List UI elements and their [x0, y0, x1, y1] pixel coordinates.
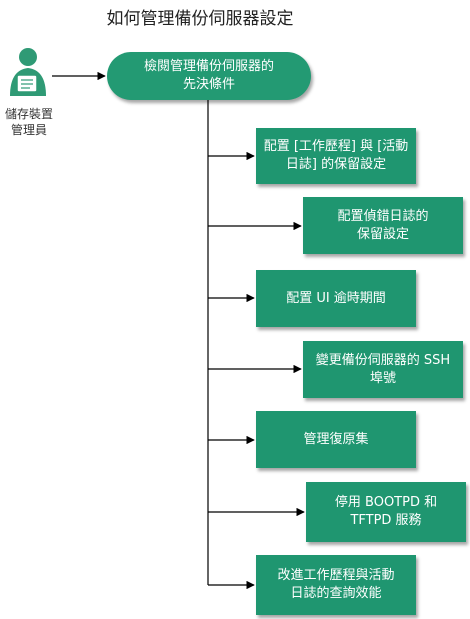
step-manage-recovery-sets[interactable]: 管理復原集 — [256, 411, 416, 468]
step-review-prerequisites[interactable]: 檢閱管理備份伺服器的 先決條件 — [107, 52, 311, 100]
step-label: 停用 BOOTPD 和 TFTPD 服務 — [334, 495, 438, 528]
administrator-icon — [10, 48, 46, 96]
step-ssh-port[interactable]: 變更備份伺服器的 SSH 埠號 — [303, 341, 463, 398]
actor-label: 儲存裝置 管理員 — [4, 107, 53, 137]
step-label: 改進工作歷程與活動 日誌的查詢效能 — [277, 568, 395, 601]
step-job-history-retention[interactable]: 配置 [工作歷程] 與 [活動 日誌] 的保留設定 — [256, 128, 416, 184]
step-debug-log-retention[interactable]: 配置偵錯日誌的 保留設定 — [303, 197, 463, 254]
step-label: 配置 [工作歷程] 與 [活動 日誌] 的保留設定 — [263, 139, 409, 172]
diagram-title: 如何管理備份伺服器設定 — [106, 9, 294, 29]
step-improve-query-performance[interactable]: 改進工作歷程與活動 日誌的查詢效能 — [256, 555, 416, 615]
step-label: 配置 UI 逾時期間 — [286, 290, 386, 306]
step-label: 管理復原集 — [303, 431, 369, 447]
step-review-prerequisites-label: 檢閱管理備份伺服器的 先決條件 — [143, 59, 274, 92]
step-label: 變更備份伺服器的 SSH 埠號 — [315, 352, 451, 386]
step-disable-bootpd-tftpd[interactable]: 停用 BOOTPD 和 TFTPD 服務 — [306, 482, 466, 542]
step-ui-timeout[interactable]: 配置 UI 逾時期間 — [256, 270, 416, 327]
step-label: 配置偵錯日誌的 保留設定 — [337, 208, 429, 242]
